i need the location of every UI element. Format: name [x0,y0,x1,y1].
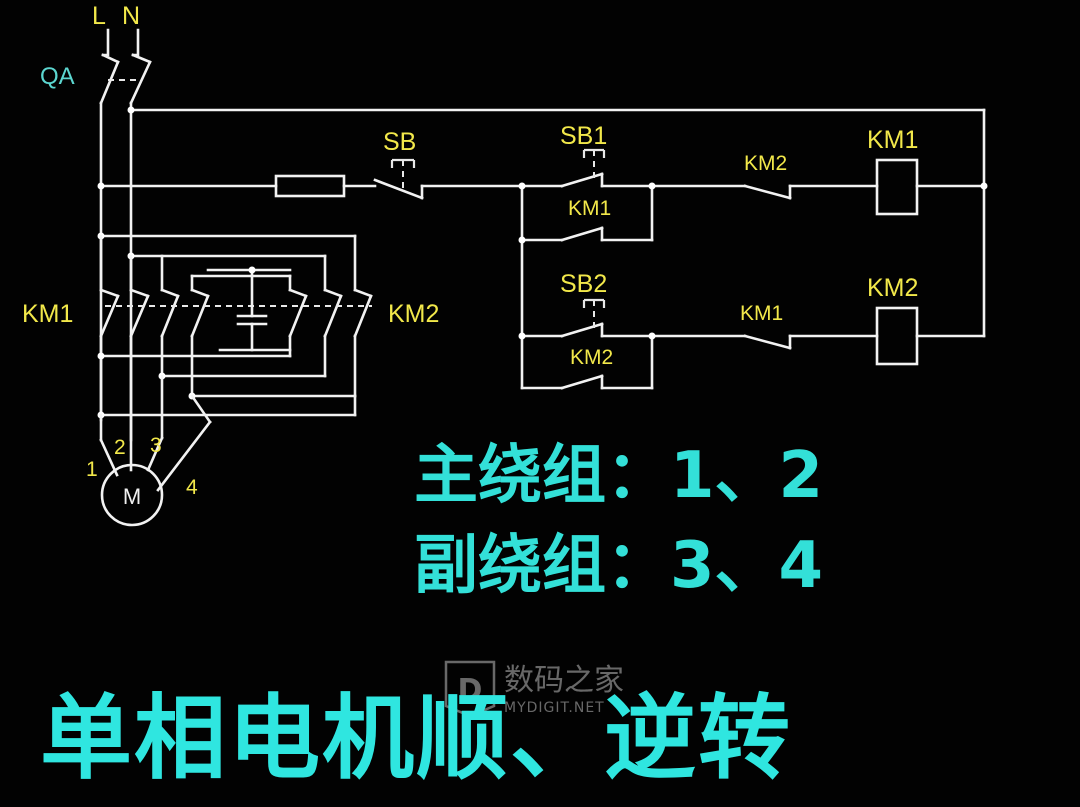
main-winding-text: 主绕组：1、2 [414,439,823,513]
label-terminal-2: 2 [114,436,126,459]
label-N: N [122,2,140,30]
component-labels: L N QA SB SB1 KM1 KM2 KM1 SB2 KM2 KM1 KM… [22,2,918,509]
label-KM1-hold: KM1 [568,197,611,220]
label-KM2-hold: KM2 [570,346,613,369]
power-circuit [97,232,373,527]
label-KM2-interlock: KM2 [744,152,787,175]
watermark-site: MYDIGIT.NET [504,700,605,716]
label-L: L [92,2,106,30]
label-terminal-3: 3 [150,434,162,457]
label-motor: M [123,484,141,509]
watermark-name: 数码之家 [504,663,624,698]
aux-winding-text: 副绕组：3、4 [414,529,823,603]
watermark-logo-icon [444,660,496,718]
label-SB2: SB2 [560,270,607,298]
watermark-logo-letter: D [458,673,483,708]
label-terminal-4: 4 [186,476,198,499]
winding-notes: 主绕组：1、2 副绕组：3、4 [414,439,823,603]
page-title: 单相电机顺、逆转 [40,685,792,792]
label-SB1: SB1 [560,122,607,150]
label-KM2-coil: KM2 [867,274,918,302]
motor-symbol [100,463,164,527]
label-SB: SB [383,128,416,156]
control-circuit [97,106,988,390]
label-KM1-main: KM1 [22,300,73,328]
label-terminal-1: 1 [86,458,98,481]
km2-coil [875,306,919,366]
watermark: D 数码之家 MYDIGIT.NET [444,660,624,718]
label-KM1-interlock: KM1 [740,302,783,325]
label-QA: QA [40,63,75,90]
label-KM2-main: KM2 [388,300,439,328]
fuse [274,174,346,198]
label-KM1-coil: KM1 [867,126,918,154]
km1-coil [875,158,919,216]
